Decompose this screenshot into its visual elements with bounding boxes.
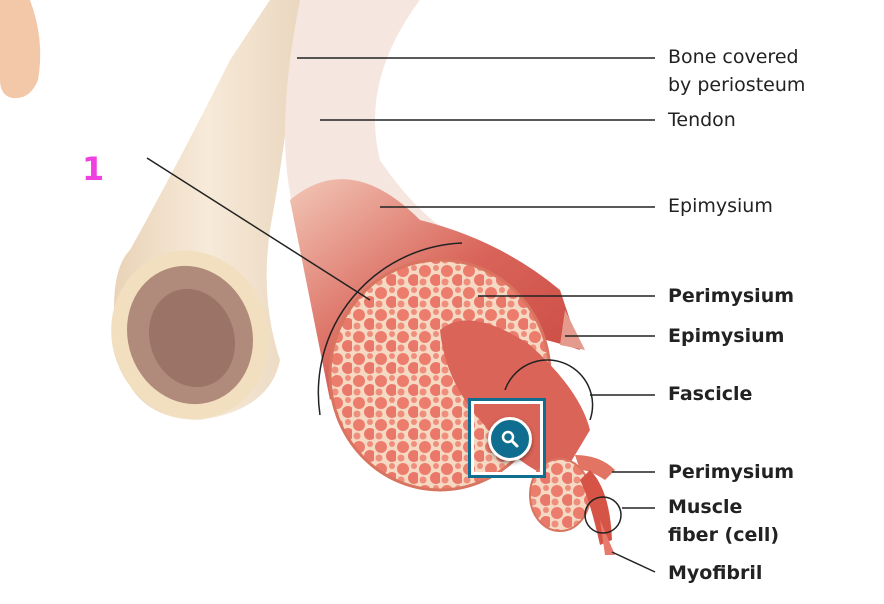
label-muscle-fiber-line2: fiber (cell) bbox=[668, 524, 780, 546]
muscle-fiber bbox=[580, 470, 612, 545]
label-myofibril: Myofibril bbox=[668, 562, 763, 584]
step-marker: 1 bbox=[82, 150, 105, 188]
zoom-button[interactable] bbox=[488, 417, 532, 461]
label-fascicle: Fascicle bbox=[668, 383, 753, 405]
label-bone-line2: by periosteum bbox=[668, 74, 806, 96]
myofibril bbox=[600, 520, 615, 555]
label-epimysium-2: Epimysium bbox=[668, 325, 785, 347]
leader-lines bbox=[146, 57, 656, 573]
zoom-region-box[interactable] bbox=[468, 398, 546, 478]
label-tendon: Tendon bbox=[668, 109, 736, 131]
label-bone: Bone covered by periosteum bbox=[668, 43, 805, 99]
magnifier-icon bbox=[501, 430, 519, 448]
hand-thumbnail bbox=[0, 0, 41, 99]
label-perimysium-2: Perimysium bbox=[668, 461, 795, 483]
label-muscle-fiber-line1: Muscle bbox=[668, 496, 743, 518]
label-bone-line1: Bone covered bbox=[668, 46, 799, 68]
label-perimysium-1: Perimysium bbox=[668, 285, 795, 307]
label-muscle-fiber: Muscle fiber (cell) bbox=[668, 493, 779, 549]
label-epimysium-top: Epimysium bbox=[668, 195, 773, 217]
